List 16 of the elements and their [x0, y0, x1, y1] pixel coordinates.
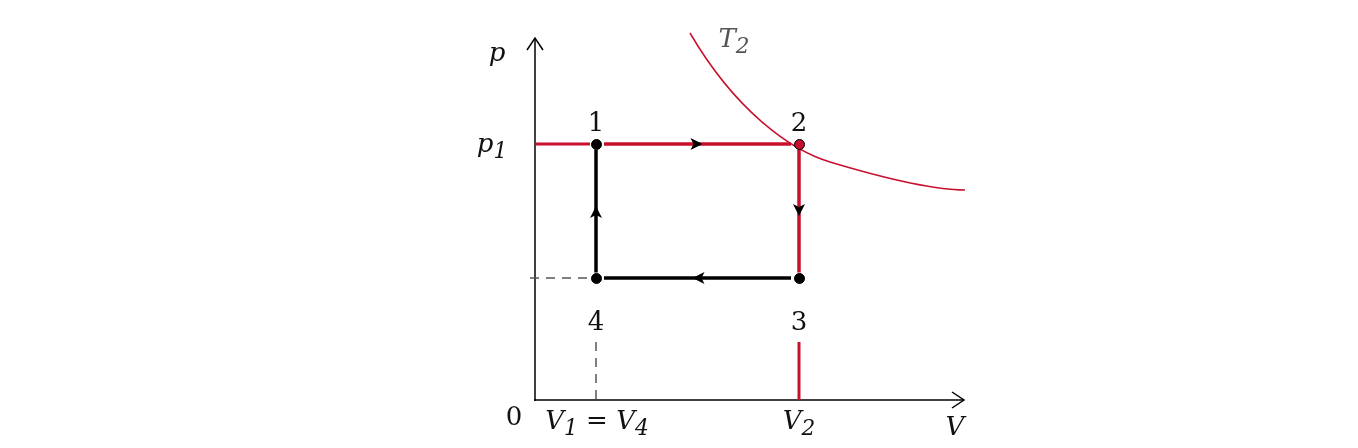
point-number: 1	[587, 108, 605, 135]
origin-label: 0	[505, 401, 523, 431]
point-number: 2	[790, 108, 808, 135]
axis-label: V	[945, 411, 965, 441]
axis-tick-label: V$_{1}$ = V$_{4}$	[545, 404, 649, 443]
axis-label: p	[488, 37, 506, 67]
state-point	[588, 108, 604, 150]
axis-tick-label: p$_{1}$	[476, 127, 508, 166]
curve-label: T$_{2}$	[718, 22, 750, 61]
process-arrow	[604, 272, 791, 284]
axis-tick-label: V$_{2}$	[782, 404, 816, 443]
point-number: 3	[790, 307, 808, 334]
point-number: 4	[587, 307, 605, 334]
process-arrow	[590, 149, 602, 273]
process-arrow	[604, 138, 791, 150]
process-arrow	[793, 149, 805, 273]
